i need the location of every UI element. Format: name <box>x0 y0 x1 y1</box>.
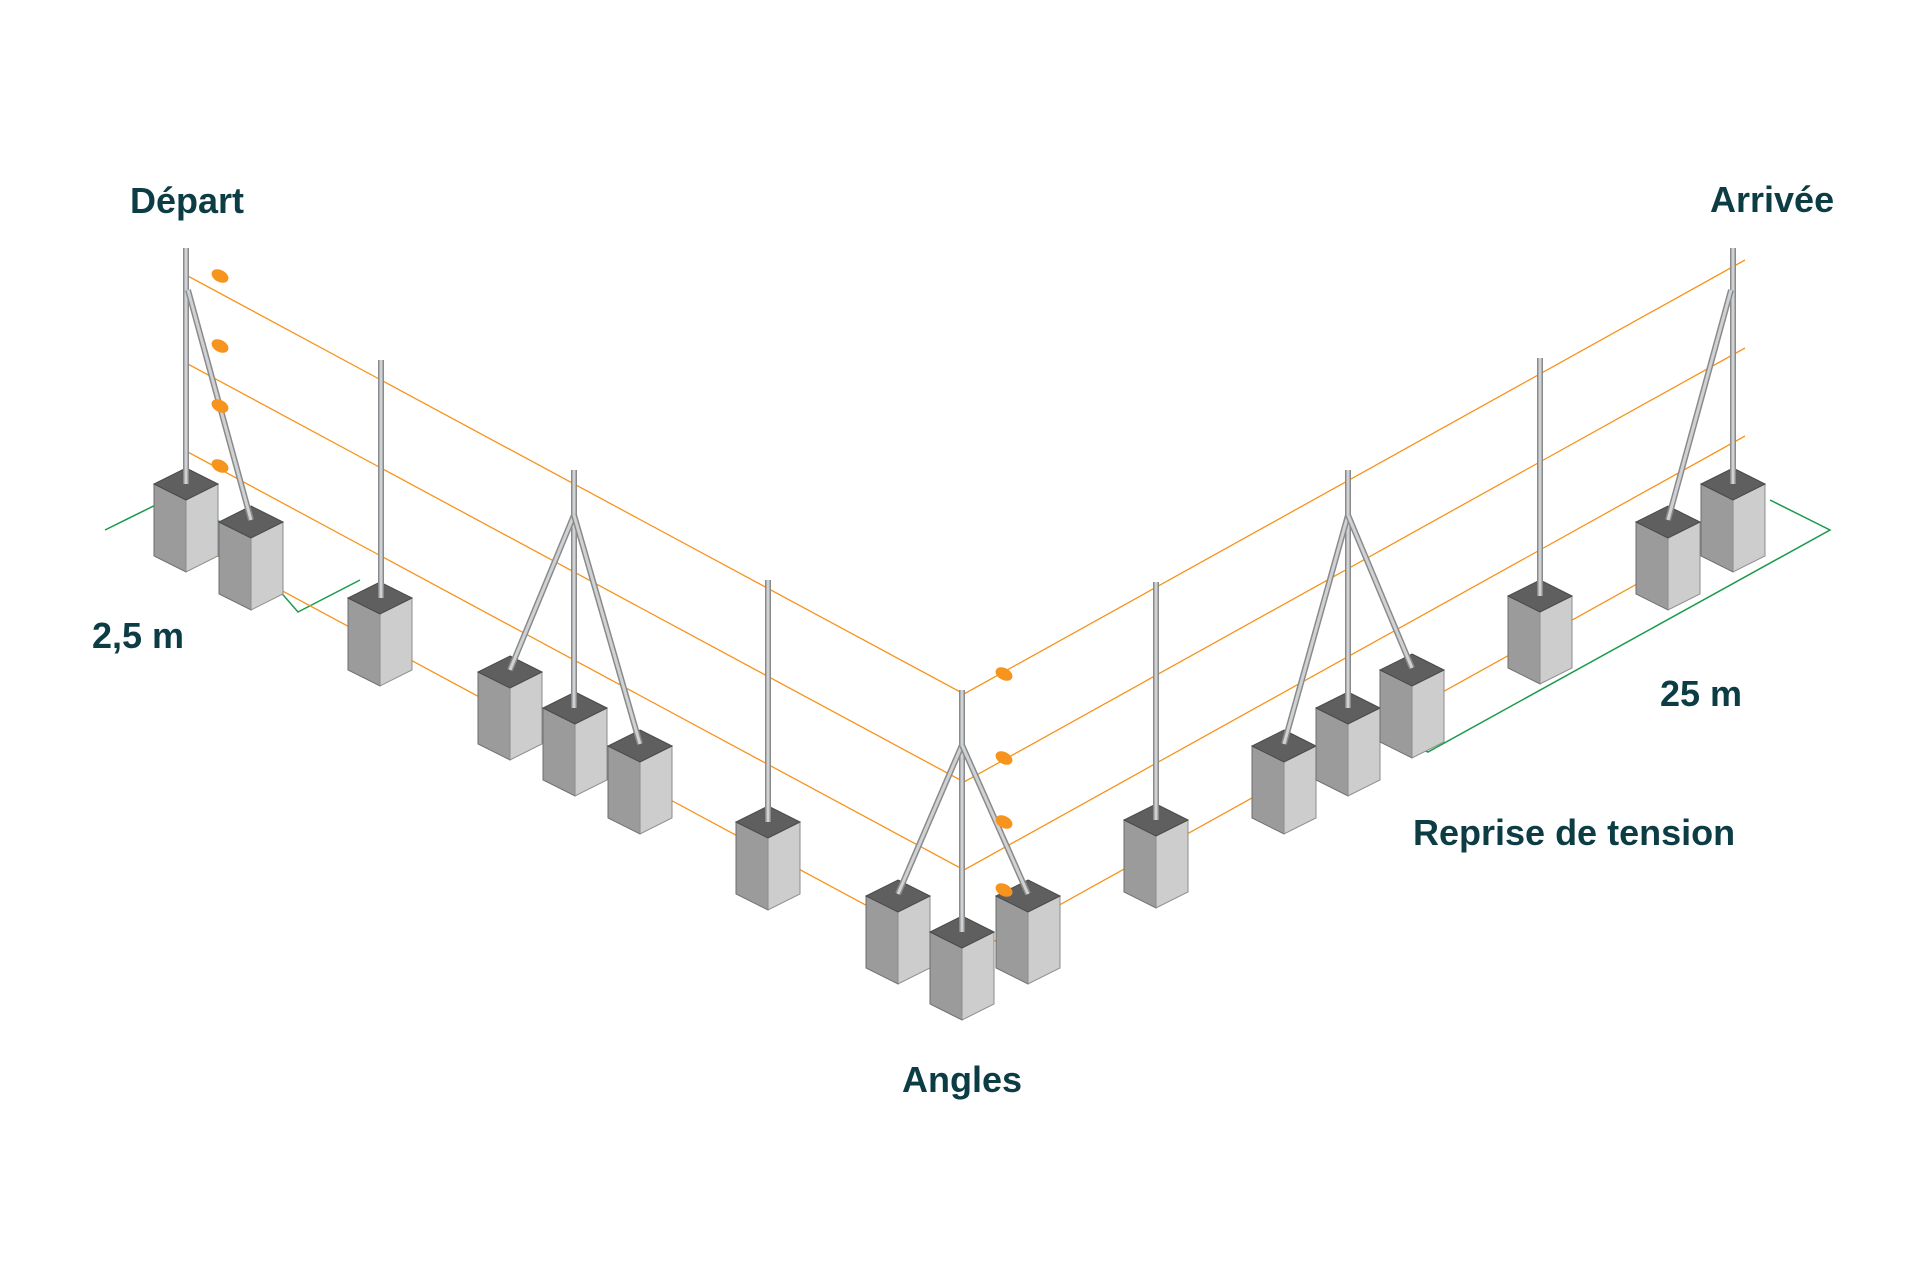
concrete-block-icon <box>928 915 996 1021</box>
concrete-block-icon <box>994 879 1062 985</box>
post-highlight <box>508 514 576 671</box>
post-highlight <box>896 744 964 895</box>
strut-post-icon <box>507 513 577 672</box>
post-highlight <box>1666 289 1733 521</box>
strut-post-icon <box>1281 514 1351 745</box>
insulator-icon <box>211 269 229 283</box>
block-top-face <box>217 505 285 539</box>
wire <box>185 523 1746 959</box>
block-top-face <box>1378 653 1446 687</box>
tension-resumption-label: Reprise de tension <box>1413 812 1736 853</box>
insulator-icon <box>995 883 1013 897</box>
concrete-block-icon <box>1250 729 1318 835</box>
posts-and-blocks <box>152 248 1767 1021</box>
concrete-block-icon <box>1378 653 1446 759</box>
insulator-icon <box>211 399 229 413</box>
insulator-icon <box>995 667 1013 681</box>
strut-post-icon <box>895 743 965 896</box>
insulator-icon <box>211 339 229 353</box>
strut-post-icon <box>1345 513 1415 670</box>
insulators <box>211 269 1013 897</box>
wire <box>185 347 1746 783</box>
strut-post-icon <box>1665 289 1734 521</box>
concrete-block-icon <box>1699 467 1767 573</box>
post-highlight <box>572 514 642 745</box>
concrete-block-icon <box>1634 505 1702 611</box>
end-label: Arrivée <box>1710 179 1835 220</box>
block-top-face <box>1250 729 1318 763</box>
block-top-face <box>476 655 544 689</box>
concrete-block-icon <box>346 581 414 687</box>
post-highlight <box>1346 514 1414 669</box>
insulator-icon <box>995 815 1013 829</box>
concrete-block-icon <box>864 879 932 985</box>
start-label: Départ <box>130 180 245 221</box>
concrete-block-icon <box>217 505 285 611</box>
concrete-block-icon <box>1122 803 1190 909</box>
concrete-block-icon <box>476 655 544 761</box>
post-highlight <box>960 744 1030 895</box>
block-top-face <box>1634 505 1702 539</box>
width-dimension-label: 2,5 m <box>92 615 185 656</box>
insulator-icon <box>995 751 1013 765</box>
post-highlight <box>1282 514 1350 745</box>
insulator-icon <box>211 459 229 473</box>
corners-label: Angles <box>902 1059 1023 1100</box>
concrete-block-icon <box>152 467 220 573</box>
strut-post-icon <box>571 514 643 745</box>
span-dimension-label: 25 m <box>1660 673 1743 714</box>
block-top-face <box>864 879 932 913</box>
block-top-face <box>606 729 674 763</box>
strut-post-icon <box>959 743 1031 896</box>
concrete-block-icon <box>606 729 674 835</box>
